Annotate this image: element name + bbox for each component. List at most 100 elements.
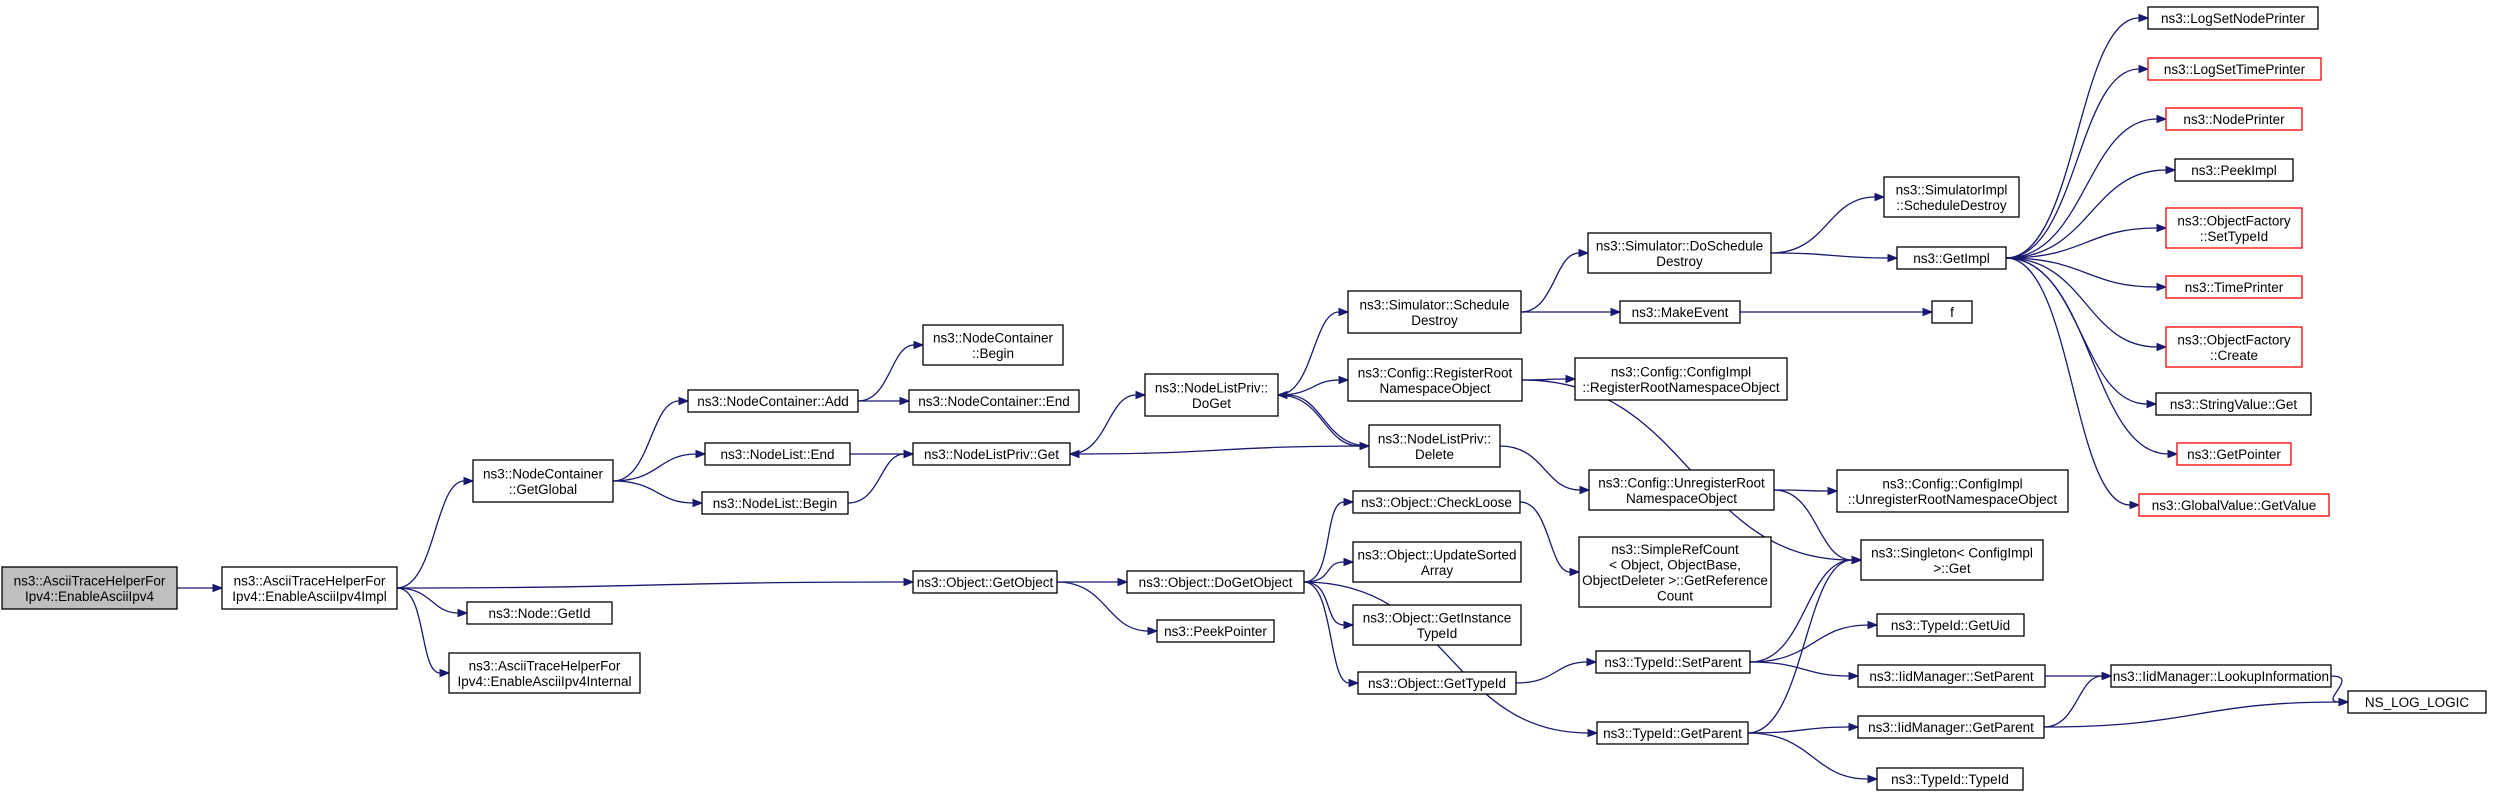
node-box	[912, 442, 1071, 466]
node-label-line: ns3::SimulatorImpl	[1896, 182, 2008, 197]
node-log-set-node-printer[interactable]: ns3::LogSetNodePrinter	[2147, 6, 2319, 30]
edge-iid-get-parent-to-iid-lookup-information	[2043, 671, 2113, 728]
node-nl-begin[interactable]: ns3::NodeList::Begin	[701, 491, 849, 515]
node-label-line: ns3::IidManager::LookupInformation	[2113, 669, 2329, 684]
node-cfg-impl-register-root[interactable]: ns3::Config::ConfigImpl::RegisterRootNam…	[1574, 357, 1788, 401]
node-label-line: ns3::NodeList::Begin	[713, 496, 838, 511]
node-label-line: ns3::ObjectFactory	[2177, 213, 2291, 228]
node-label-line: ::Create	[2210, 348, 2258, 363]
node-nlp-delete[interactable]: ns3::NodeListPriv::Delete	[1368, 424, 1501, 468]
edge-get-object-to-peek-pointer	[1056, 581, 1159, 636]
edge-obj-get-type-id-to-type-id-set-parent	[1515, 657, 1598, 684]
node-label-line: >::Get	[1933, 561, 1970, 576]
node-sim-schedule-destroy[interactable]: ns3::Simulator::ScheduleDestroy	[1347, 290, 1522, 334]
node-do-get-object[interactable]: ns3::Object::DoGetObject	[1126, 570, 1305, 594]
node-label-line: ::GetGlobal	[509, 482, 577, 497]
edge-type-id-set-parent-to-iid-set-parent	[1749, 661, 1860, 681]
node-box	[1357, 671, 1517, 695]
node-box	[1, 566, 178, 610]
node-label-line: ns3::IidManager::GetParent	[1868, 720, 2034, 735]
node-log-set-time-printer[interactable]: ns3::LogSetTimePrinter	[2147, 57, 2322, 81]
node-box	[2347, 690, 2487, 714]
node-impl[interactable]: ns3::AsciiTraceHelperForIpv4::EnableAsci…	[221, 566, 398, 610]
node-box	[1860, 539, 2044, 581]
node-box	[1574, 357, 1788, 401]
node-ns-log-logic[interactable]: NS_LOG_LOGIC	[2347, 690, 2487, 714]
node-box	[1156, 619, 1275, 643]
edge-root-to-impl	[176, 583, 224, 593]
node-node-get-id[interactable]: ns3::Node::GetId	[466, 601, 613, 625]
node-cfg-register-root[interactable]: ns3::Config::RegisterRootNamespaceObject	[1347, 358, 1523, 402]
node-label-line: TypeId	[1417, 626, 1458, 641]
node-global-value-get-value[interactable]: ns3::GlobalValue::GetValue	[2138, 493, 2330, 517]
node-check-loose[interactable]: ns3::Object::CheckLoose	[1352, 490, 1521, 514]
node-cfg-unregister-root[interactable]: ns3::Config::UnregisterRootNamespaceObje…	[1588, 469, 1775, 511]
node-iid-set-parent[interactable]: ns3::IidManager::SetParent	[1857, 664, 2046, 688]
node-label-line: Count	[1657, 588, 1693, 603]
node-string-value-get[interactable]: ns3::StringValue::Get	[2155, 392, 2312, 416]
node-label-line: ns3::Object::GetTypeId	[1368, 676, 1506, 691]
node-singleton-get[interactable]: ns3::Singleton< ConfigImpl>::Get	[1860, 539, 2044, 581]
node-label-line: ns3::NodePrinter	[2183, 112, 2285, 127]
edge-nl-begin-to-nlp-get	[847, 449, 915, 504]
edge-make-event-to-f	[1739, 307, 1934, 317]
edge-impl-to-nc-get-global	[396, 476, 475, 589]
node-internal[interactable]: ns3::AsciiTraceHelperForIpv4::EnableAsci…	[448, 652, 641, 694]
node-type-id-type-id[interactable]: ns3::TypeId::TypeId	[1876, 767, 2024, 791]
node-label-line: ns3::Config::UnregisterRoot	[1598, 475, 1765, 490]
edge-get-impl-to-obj-factory-create	[2005, 257, 2168, 352]
node-peek-pointer[interactable]: ns3::PeekPointer	[1156, 619, 1275, 643]
node-label-line: ns3::Node::GetId	[488, 606, 590, 621]
node-sim-impl-schedule-destroy[interactable]: ns3::SimulatorImpl::ScheduleDestroy	[1883, 176, 2020, 218]
node-label-line: ns3::NodeListPriv::	[1155, 380, 1268, 395]
node-label-line: Ipv4::EnableAsciiIpv4	[25, 589, 155, 604]
node-nc-begin[interactable]: ns3::NodeContainer::Begin	[922, 324, 1064, 366]
node-nc-end[interactable]: ns3::NodeContainer::End	[908, 389, 1080, 413]
node-box	[1588, 469, 1775, 511]
node-label-line: ns3::GetImpl	[1913, 251, 1990, 266]
node-label-line: ns3::Simulator::Schedule	[1359, 297, 1509, 312]
edge-iid-lookup-information-to-ns-log-logic	[2330, 675, 2350, 707]
node-box	[1144, 373, 1279, 417]
node-type-id-set-parent[interactable]: ns3::TypeId::SetParent	[1595, 650, 1751, 674]
node-get-impl[interactable]: ns3::GetImpl	[1896, 246, 2007, 270]
node-simple-ref-count[interactable]: ns3::SimpleRefCount< Object, ObjectBase,…	[1578, 536, 1772, 608]
node-label-line: Destroy	[1411, 313, 1458, 328]
node-get-pointer[interactable]: ns3::GetPointer	[2176, 442, 2292, 466]
node-box	[2174, 158, 2294, 182]
node-type-id-get-uid[interactable]: ns3::TypeId::GetUid	[1876, 613, 2025, 637]
node-label-line: ns3::LogSetNodePrinter	[2161, 11, 2306, 26]
node-get-object[interactable]: ns3::Object::GetObject	[912, 570, 1058, 594]
node-nl-end[interactable]: ns3::NodeList::End	[704, 442, 851, 466]
node-nlp-get[interactable]: ns3::NodeListPriv::Get	[912, 442, 1071, 466]
node-type-id-get-parent[interactable]: ns3::TypeId::GetParent	[1596, 721, 1749, 745]
node-time-printer[interactable]: ns3::TimePrinter	[2165, 275, 2303, 299]
node-iid-lookup-information[interactable]: ns3::IidManager::LookupInformation	[2110, 664, 2332, 688]
node-label-line: NS_LOG_LOGIC	[2365, 695, 2470, 710]
node-node-printer[interactable]: ns3::NodePrinter	[2165, 107, 2303, 131]
node-box	[2138, 493, 2330, 517]
node-label-line: ns3::Config::ConfigImpl	[1882, 476, 2022, 491]
node-cfg-impl-unregister-root[interactable]: ns3::Config::ConfigImpl::UnregisterRootN…	[1836, 469, 2069, 513]
node-obj-factory-create[interactable]: ns3::ObjectFactory::Create	[2165, 326, 2303, 368]
node-peek-impl[interactable]: ns3::PeekImpl	[2174, 158, 2294, 182]
node-iid-get-parent[interactable]: ns3::IidManager::GetParent	[1857, 715, 2045, 739]
node-box	[2110, 664, 2332, 688]
node-nc-add[interactable]: ns3::NodeContainer::Add	[687, 389, 859, 413]
node-obj-factory-set-type-id[interactable]: ns3::ObjectFactory::SetTypeId	[2165, 207, 2303, 249]
edge-get-impl-to-log-set-node-printer	[2005, 13, 2150, 259]
node-label-line: ns3::GetPointer	[2187, 447, 2281, 462]
node-label-line: ns3::AsciiTraceHelperFor	[14, 573, 166, 588]
node-nlp-do-get[interactable]: ns3::NodeListPriv::DoGet	[1144, 373, 1279, 417]
node-obj-get-type-id[interactable]: ns3::Object::GetTypeId	[1357, 671, 1517, 695]
node-f[interactable]: f	[1931, 300, 1973, 324]
node-label-line: ns3::GlobalValue::GetValue	[2152, 498, 2317, 513]
edge-impl-to-internal	[396, 587, 451, 678]
node-label-line: ns3::MakeEvent	[1632, 305, 1729, 320]
node-root[interactable]: ns3::AsciiTraceHelperForIpv4::EnableAsci…	[1, 566, 178, 610]
node-make-event[interactable]: ns3::MakeEvent	[1619, 300, 1741, 324]
node-nc-get-global[interactable]: ns3::NodeContainer::GetGlobal	[472, 459, 614, 503]
